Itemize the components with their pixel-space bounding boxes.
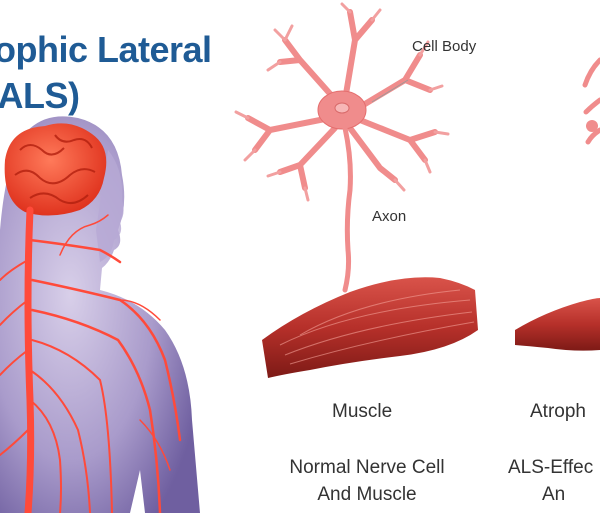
muscle-shape <box>262 277 478 378</box>
brain-folds <box>14 134 96 205</box>
affected-caption-line2: An <box>542 484 566 505</box>
affected-caption-line1: ALS-Effec <box>508 457 594 478</box>
axon-label: Axon <box>372 208 407 225</box>
affected-caption: ALS-Effec An <box>508 454 593 508</box>
face-profile <box>96 150 124 262</box>
human-figure <box>0 116 200 513</box>
normal-muscle <box>262 277 478 378</box>
muscle-fibers <box>279 289 475 365</box>
brain <box>4 123 107 216</box>
atrophied-muscle <box>515 298 600 351</box>
atrophied-muscle-shape <box>515 298 600 351</box>
neuron-dendrites <box>245 9 438 191</box>
normal-muscle-label: Muscle <box>332 401 393 422</box>
affected-neuron <box>582 57 600 145</box>
cell-body-pointer <box>371 79 409 103</box>
cell-body-label: Cell Body <box>412 38 477 55</box>
neuron-axon <box>342 125 353 293</box>
page-title-line2: (ALS) <box>0 75 80 116</box>
nervous-system <box>0 206 182 513</box>
neuron-fine-branches <box>234 2 450 202</box>
normal-caption-line2: And Muscle <box>317 484 417 505</box>
neuron-nucleus <box>334 102 350 114</box>
normal-caption: Normal Nerve Cell And Muscle <box>276 454 458 508</box>
page-title-line1: ophic Lateral <box>0 29 212 70</box>
normal-neuron <box>234 2 450 293</box>
normal-caption-line1: Normal Nerve Cell <box>289 457 445 478</box>
atrophied-muscle-label: Atroph <box>530 401 586 422</box>
